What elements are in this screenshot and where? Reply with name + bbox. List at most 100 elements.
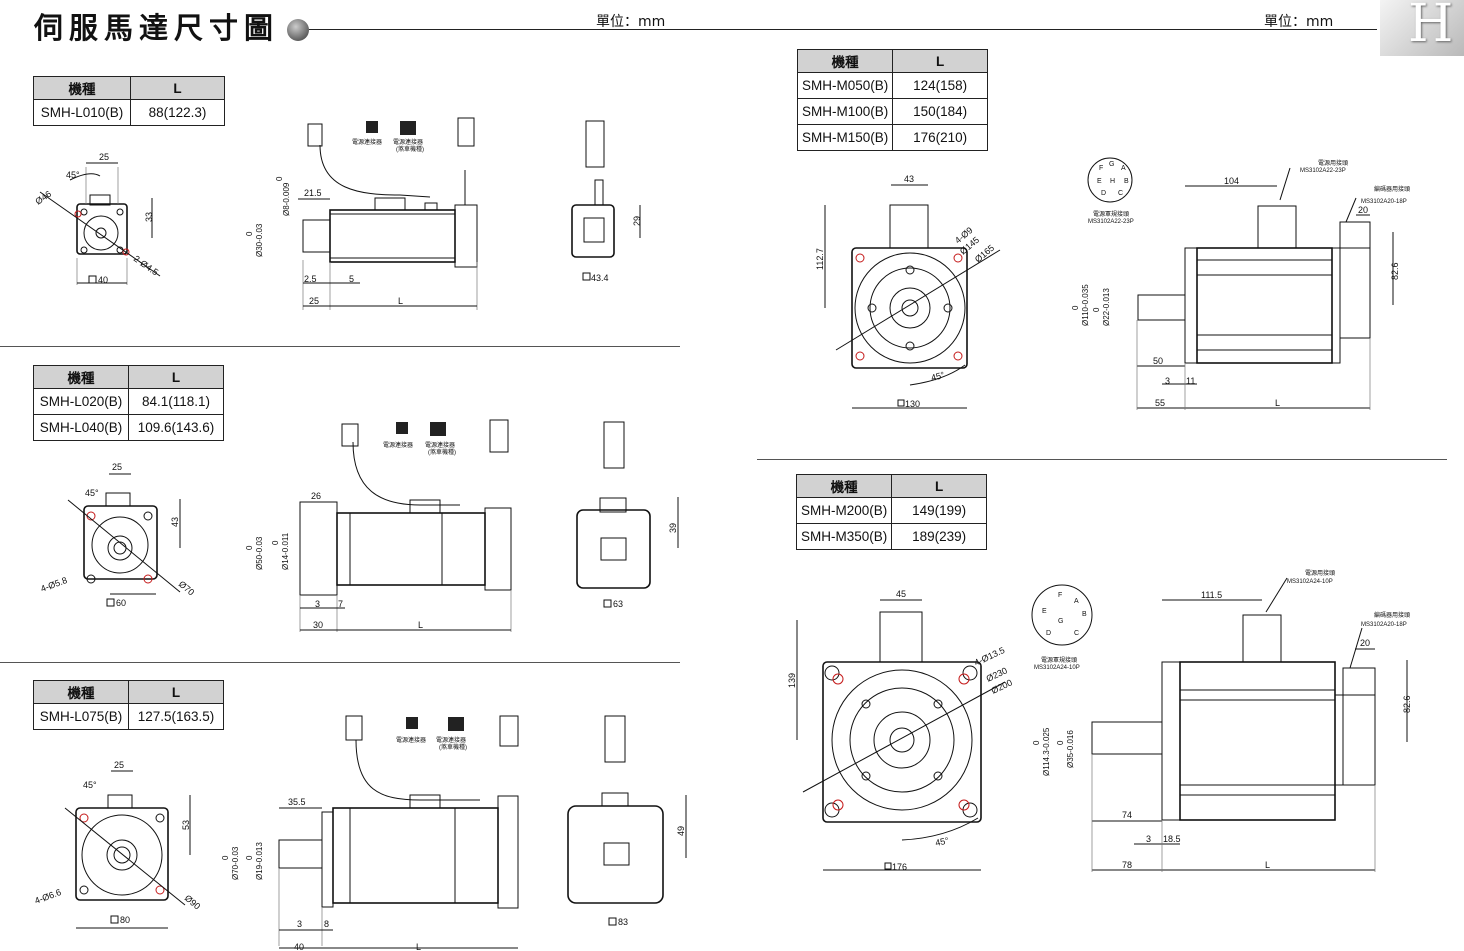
s3-rear-view: 49 83 bbox=[567, 715, 687, 927]
power-brake-part: MS3102A24-10P bbox=[1034, 665, 1080, 671]
dim-flange: 176 bbox=[892, 862, 907, 872]
dim-conn-w: 111.5 bbox=[1201, 590, 1222, 600]
dim-3: 3 bbox=[1146, 834, 1151, 844]
dim-angle: 45° bbox=[66, 170, 80, 180]
brake-connector-label: 電源連接器 bbox=[425, 441, 455, 449]
col-length: L bbox=[892, 49, 988, 73]
model-cell: SMH-M200(B) bbox=[795, 497, 893, 524]
s5-shaft-side bbox=[1091, 721, 1163, 755]
dim-b: 7 bbox=[338, 599, 343, 609]
dim-78: 78 bbox=[1122, 860, 1132, 870]
dim-50: 50 bbox=[1153, 356, 1163, 366]
dim-b: 8 bbox=[324, 919, 329, 929]
dim-flange: 130 bbox=[905, 399, 920, 409]
dim-enc-h: 82.6 bbox=[1402, 695, 1412, 713]
section-divider bbox=[0, 346, 680, 347]
power-connector-label: 電源連接器 bbox=[383, 441, 413, 449]
table-row: SMH-L020(B)84.1(118.1) bbox=[33, 388, 224, 415]
dim-rear-w: 43.4 bbox=[591, 273, 609, 283]
length-cell: 88(122.3) bbox=[130, 99, 225, 126]
dim-offset: 33 bbox=[144, 212, 154, 222]
dim-shaft: Ø14-0.011 bbox=[281, 532, 290, 570]
pin: A bbox=[1121, 165, 1126, 172]
dim-bolt-circle: Ø46 bbox=[33, 189, 53, 207]
dim-shaft: Ø22-0.013 bbox=[1102, 288, 1111, 326]
model-cell: SMH-M350(B) bbox=[795, 523, 893, 550]
pin: H bbox=[1110, 178, 1115, 185]
s1-mark bbox=[122, 248, 130, 256]
dim-rear-w: 83 bbox=[618, 917, 628, 927]
encoder-conn-label: 編碼器用接頭 bbox=[1374, 185, 1410, 193]
dim-angle: 45° bbox=[83, 780, 97, 790]
dim-a: 3 bbox=[315, 599, 320, 609]
s2-rear bbox=[576, 509, 651, 589]
encoder-conn-label: 編碼器用接頭 bbox=[1374, 611, 1410, 619]
s1-flange bbox=[76, 203, 128, 255]
dim-top-width: 25 bbox=[112, 462, 122, 472]
s1-shaft bbox=[95, 227, 107, 239]
model-cell: SMH-L040(B) bbox=[33, 414, 129, 441]
dim-len: L bbox=[1275, 398, 1280, 408]
dim-spigot-zero: 0 bbox=[245, 545, 254, 550]
length-cell: 127.5(163.5) bbox=[128, 703, 224, 730]
dim-rear-h: 29 bbox=[632, 216, 642, 226]
dim-offset: 53 bbox=[181, 820, 191, 830]
brake-connector-icon bbox=[400, 121, 416, 135]
pin: C bbox=[1118, 190, 1123, 197]
dim-holes: 4-Ø6.6 bbox=[33, 887, 62, 906]
dim-angle: 45° bbox=[85, 488, 99, 498]
dim-spigot-zero: 0 bbox=[245, 231, 254, 236]
s2-body bbox=[336, 512, 486, 586]
s1-side-view: 電源連接器 電源連接器 (煞車機種) 21.5 2.5 5 25 L Ø8-0.… bbox=[245, 117, 478, 310]
length-cell: 84.1(118.1) bbox=[128, 388, 224, 415]
dim-conn-offset: 26 bbox=[311, 491, 321, 501]
brake-connector-label: 電源連接器 bbox=[436, 736, 466, 744]
col-length: L bbox=[130, 76, 225, 100]
s5-pin-diagram: F A E G B D C 電源軍規接頭 MS3102A24-10P bbox=[1031, 584, 1093, 671]
pin: A bbox=[1074, 598, 1079, 605]
pin: C bbox=[1074, 630, 1079, 637]
length-cell: 149(199) bbox=[891, 497, 987, 524]
s1-diag bbox=[39, 191, 161, 277]
dim-spigot-zero: 0 bbox=[1071, 305, 1080, 310]
pin: F bbox=[1058, 592, 1062, 599]
power-brake-label: 電源軍規接頭 bbox=[1093, 210, 1129, 218]
pin: D bbox=[1046, 630, 1051, 637]
power-connector-label: 電源連接器 bbox=[396, 736, 426, 744]
connector-icon bbox=[345, 715, 363, 741]
pin: E bbox=[1042, 608, 1047, 615]
dim-len: L bbox=[418, 620, 423, 630]
model-cell: SMH-L075(B) bbox=[33, 703, 129, 730]
power-conn-label: 電源用接頭 bbox=[1305, 569, 1335, 577]
s1-hole bbox=[116, 208, 124, 216]
table-row: SMH-M200(B)149(199) bbox=[795, 497, 987, 524]
pin: B bbox=[1124, 178, 1129, 185]
dim-74: 74 bbox=[1122, 810, 1132, 820]
power-conn-part: MS3102A24-10P bbox=[1287, 579, 1333, 585]
brake-note: (煞車機種) bbox=[396, 145, 424, 153]
table-row: SMH-M150(B)176(210) bbox=[796, 124, 988, 151]
dim-offset: 43 bbox=[170, 517, 180, 527]
dim-spigot: Ø30-0.03 bbox=[255, 223, 264, 257]
dim-shaft-zero: 0 bbox=[271, 540, 280, 545]
title-rule bbox=[309, 29, 1377, 30]
dim-holes: 4-Ø13.5 bbox=[973, 645, 1007, 668]
dim-shaft-zero: 0 bbox=[275, 176, 284, 181]
dim-shaft-len: 40 bbox=[294, 942, 304, 951]
dim-shaft: Ø35-0.016 bbox=[1066, 730, 1075, 768]
dim-angle: 45° bbox=[934, 835, 950, 848]
s3-side-view: 電源連接器 電源連接器 (煞車機種) 35.5 3 8 40 L Ø19-0.0… bbox=[221, 715, 519, 951]
pin: G bbox=[1058, 618, 1063, 625]
dim-18: 18.5 bbox=[1163, 834, 1181, 844]
length-cell: 176(210) bbox=[892, 124, 988, 151]
power-connector-icon bbox=[366, 121, 378, 133]
col-length: L bbox=[128, 680, 224, 704]
dim-spigot: Ø50-0.03 bbox=[255, 536, 264, 570]
pin: F bbox=[1099, 165, 1103, 172]
dim-len: L bbox=[398, 296, 403, 306]
s1-top-box bbox=[89, 194, 111, 206]
table-row: SMH-L040(B)109.6(143.6) bbox=[33, 414, 224, 441]
s3-front-view: 25 45° 53 4-Ø6.6 Ø90 80 bbox=[33, 760, 202, 929]
col-model: 機種 bbox=[33, 680, 129, 704]
